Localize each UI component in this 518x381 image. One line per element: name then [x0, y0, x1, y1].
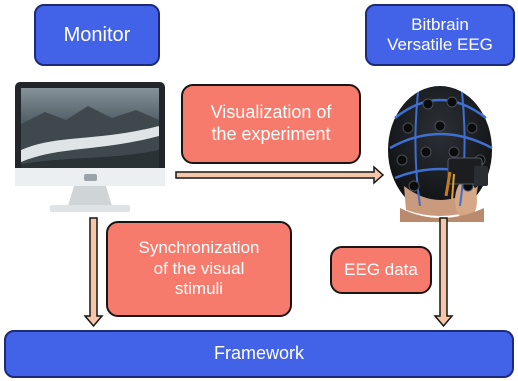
- synchronization-label-box: Synchronization of the visual stimuli: [106, 221, 292, 317]
- eeg-device-node: Bitbrain Versatile EEG: [365, 4, 515, 66]
- monitor-node: Monitor: [34, 4, 160, 66]
- synchronization-label: Synchronization of the visual stimuli: [138, 238, 260, 299]
- framework-node: Framework: [4, 330, 514, 378]
- framework-label: Framework: [213, 343, 304, 364]
- eeg-data-label: EEG data: [344, 259, 418, 279]
- monitor-illustration: [15, 82, 165, 212]
- visualization-label-box: Visualization of the experiment: [181, 84, 361, 164]
- monitor-label: Monitor: [63, 24, 131, 46]
- visualization-label: Visualization of the experiment: [210, 102, 332, 144]
- eeg-device-label: Bitbrain Versatile EEG: [387, 14, 493, 54]
- arrow-monitor-to-eeg: [175, 165, 385, 185]
- eeg-cap-illustration: [388, 86, 493, 222]
- arrow-eeg-to-framework: [433, 217, 454, 328]
- arrow-monitor-to-framework: [83, 217, 104, 328]
- eeg-data-label-box: EEG data: [330, 246, 432, 294]
